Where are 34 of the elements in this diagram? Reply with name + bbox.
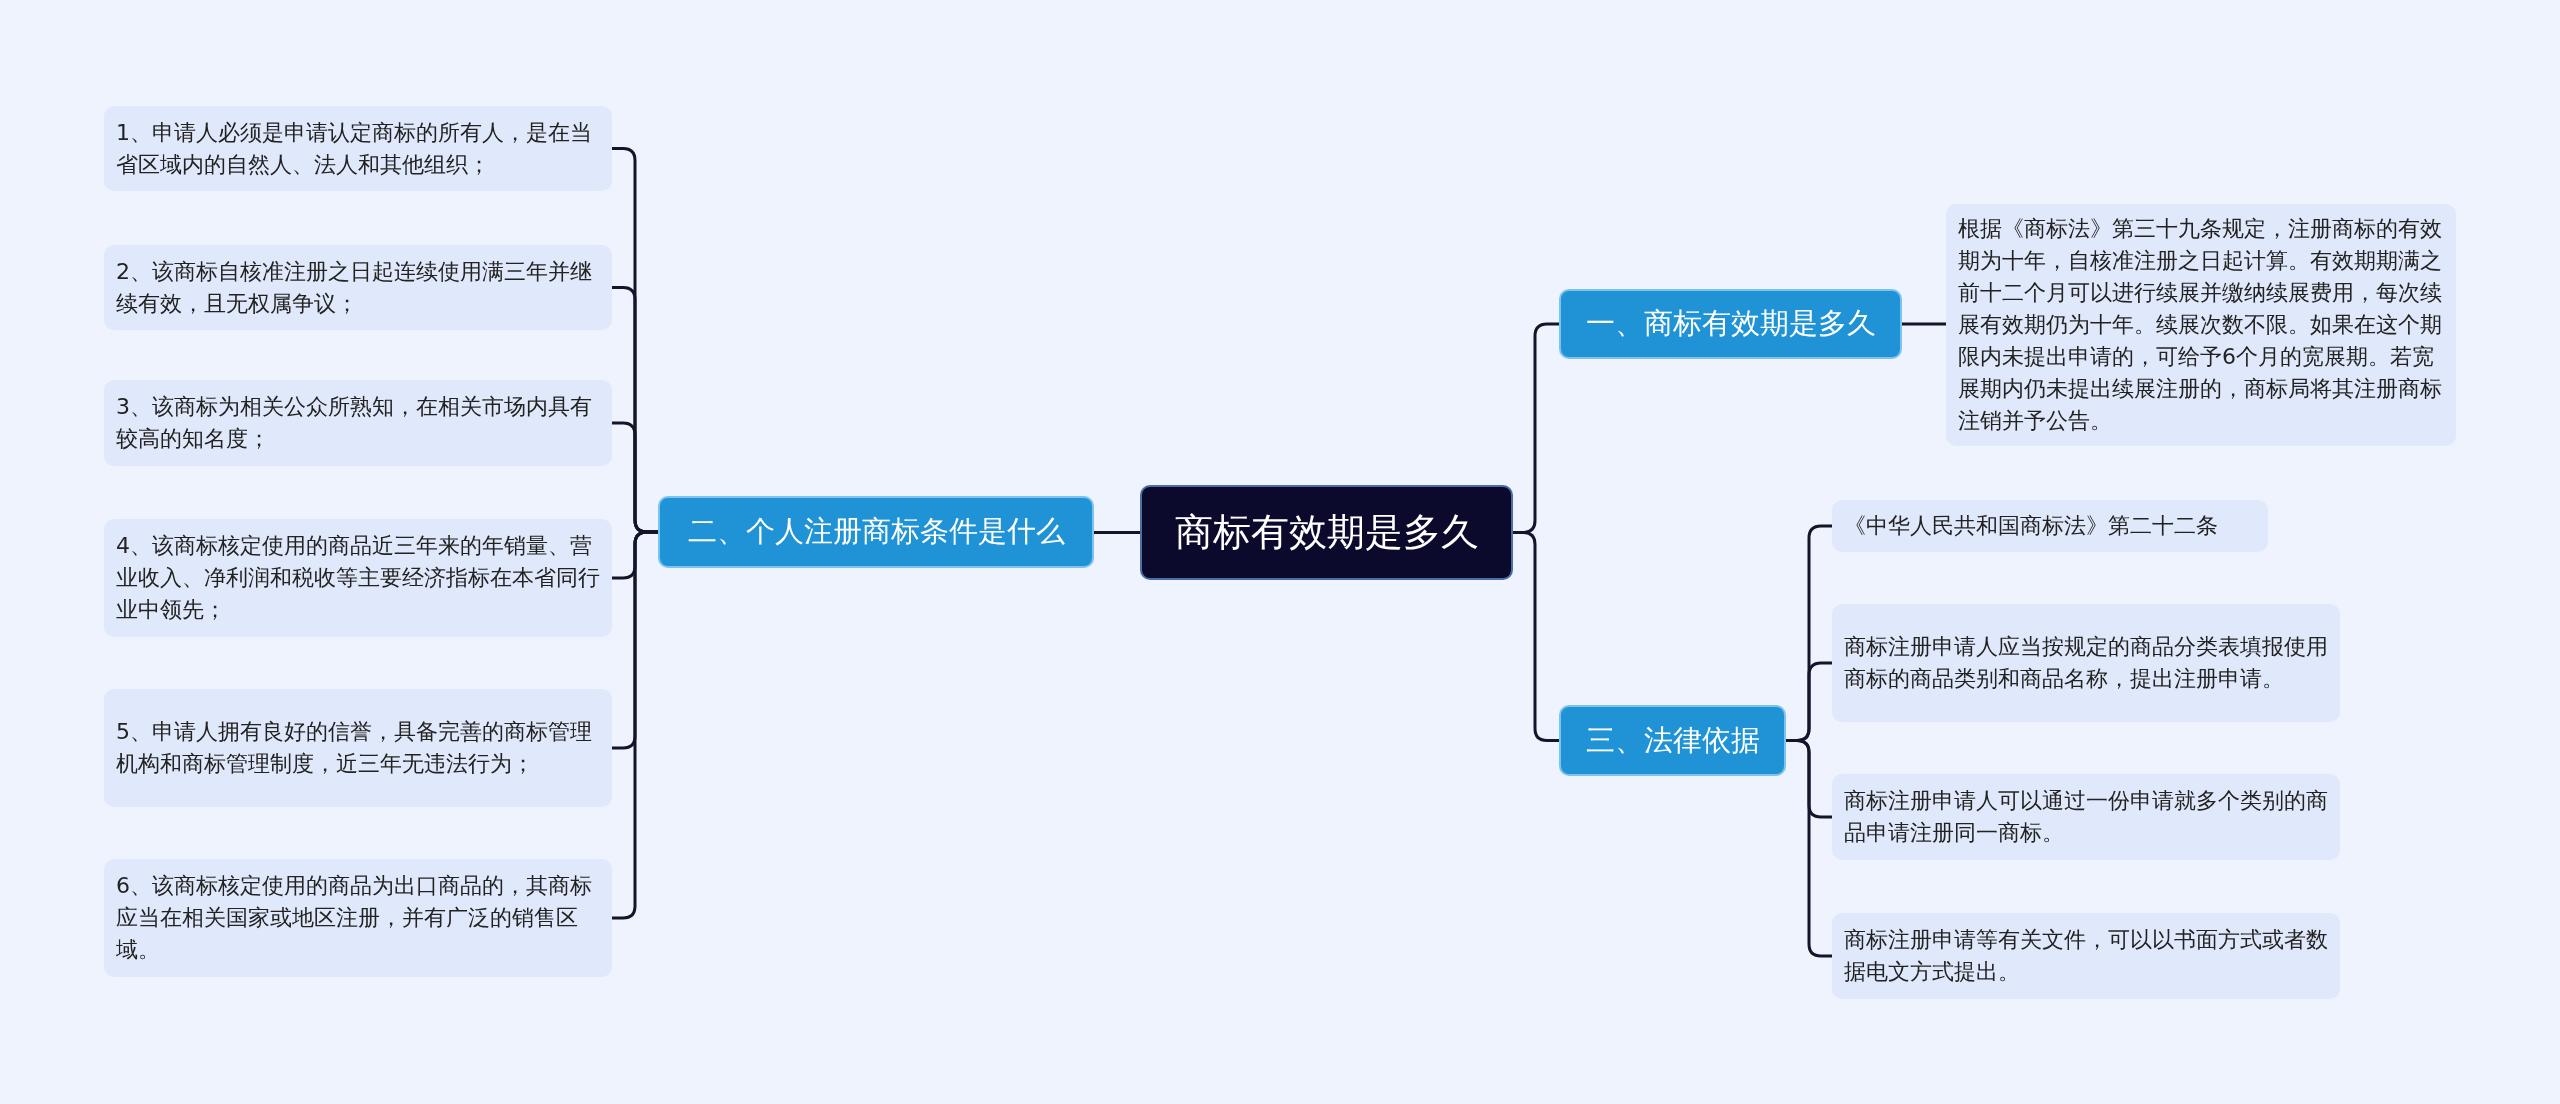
note-card [1832,500,2268,552]
topic-text: 商标有效期是多久 [1174,509,1479,556]
branch-topic-box [1559,289,1902,359]
note-text: 3、该商标为相关公众所熟知，在相关市场内具有较高的知名度； [116,393,593,453]
connector-line [1513,531,1559,742]
note-text: 商标注册申请等有关文件，可以以书面方式或者数据电文方式提出。 [1844,926,2328,986]
note-card [104,106,612,191]
note-text: 2、该商标自核准注册之日起连续使用满三年并继续有效，且无权属争议； [116,257,593,318]
note-text: 《中华人民共和国商标法》第二十二条 [1844,512,2218,540]
note-card [1832,913,2340,999]
connector-line [1094,531,1140,534]
topic-text: 二、个人注册商标条件是什么 [687,513,1065,550]
branch-topic-box [1559,705,1786,776]
connector-line [1902,322,1946,326]
note-text: 根据《商标法》第三十九条规定，注册商标的有效期为十年，自核准注册之日起计算。有效期期满之前十二个月可以进行续展并缴纳续展费用，每次续展有效期仍为十年。续展次数不限。如果在这个期限内未提出申请的，可给予6个月的宽展期。若宽展期内仍未提出续展注册的，商标局将其注册商标注销并予公告。 [1958,215,2443,435]
note-card [104,380,612,466]
note-card [104,245,612,330]
note-text: 5、申请人拥有良好的信誉，具备完善的商标管理机构和商标管理制度，近三年无违法行为； [116,718,593,778]
note-card [1832,604,2340,722]
note-text: 商标注册申请人可以通过一份申请就多个类别的商品申请注册同一商标。 [1844,787,2328,847]
branch-topic-box [658,496,1094,568]
note-card [104,859,612,977]
note-card [1832,774,2340,860]
note-text: 4、该商标核定使用的商品近三年来的年销量、营业收入、净利润和税收等主要经济指标在本省同行业中领先； [116,532,600,624]
note-card [104,689,612,807]
note-text: 商标注册申请人应当按规定的商品分类表填报使用商标的商品类别和商品名称，提出注册申请。 [1844,633,2328,693]
topic-text: 三、法律依据 [1585,721,1760,759]
note-text: 1、申请人必须是申请认定商标的所有人，是在当省区域内的自然人、法人和其他组织； [116,118,593,179]
central-topic-box [1140,485,1513,580]
note-text: 6、该商标核定使用的商品为出口商品的，其商标应当在相关国家或地区注册，并有广泛的销售区域。 [116,872,593,964]
connector-line [612,530,658,920]
topic-text: 一、商标有效期是多久 [1585,305,1876,342]
note-card [104,519,612,637]
connector-line [1786,739,1832,958]
